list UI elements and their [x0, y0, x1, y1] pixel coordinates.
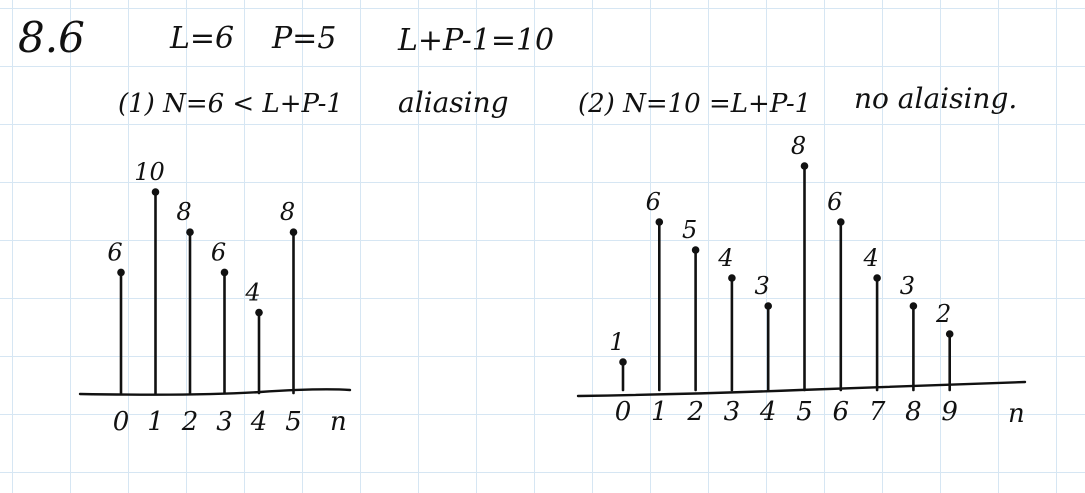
chart2-tick-label-0: 0: [615, 397, 632, 427]
chart1-tick-label-0: 0: [113, 407, 130, 437]
chart2-tick-label-1: 1: [651, 397, 668, 427]
chart1-value-label-0: 6: [107, 238, 122, 266]
chart2-stem-head-2: [691, 246, 700, 254]
problem-number: 8.6: [18, 13, 85, 62]
chart1-x-axis: [78, 388, 352, 396]
chart2-annotation: no alaising.: [854, 82, 1017, 115]
chart2-value-label-8: 3: [900, 272, 915, 300]
chart2-value-label-9: 2: [935, 300, 951, 328]
chart2-stem-head-0: [619, 358, 627, 366]
chart1-stems: [117, 188, 298, 395]
chart2-x-axis-label: n: [1008, 399, 1025, 429]
chart2-tick-label-2: 2: [686, 397, 704, 427]
chart1-stem-head-4: [255, 308, 263, 317]
chart1-stem-head-3: [220, 268, 229, 277]
chart2-stem-head-1: [655, 218, 664, 226]
chart1-title: (1) N=6 < L+P-1: [118, 89, 343, 119]
chart2-tick-label-8: 8: [905, 397, 922, 427]
chart2-title: (2) N=10 =L+P-1: [578, 89, 811, 119]
chart2-value-label-6: 6: [827, 188, 842, 216]
chart2-stem-head-3: [728, 274, 736, 282]
chart1-tick-label-4: 4: [250, 407, 268, 437]
chart1-tick-label-5: 5: [285, 407, 302, 437]
chart2-stem-head-8: [909, 302, 918, 310]
chart2-value-label-7: 4: [862, 244, 878, 272]
chart1-value-label-4: 4: [244, 279, 260, 307]
chart2-tick-label-9: 9: [941, 397, 958, 427]
p-definition: P=5: [271, 21, 336, 56]
chart1-x-axis-label: n: [330, 407, 347, 437]
chart2-stems: [619, 162, 954, 392]
chart2-value-label-3: 4: [717, 244, 733, 272]
chart1-annotation: aliasing: [398, 86, 509, 119]
chart2-value-label-4: 3: [755, 272, 770, 300]
chart2-value-label-0: 1: [609, 328, 624, 356]
chart1-value-label-2: 8: [176, 198, 191, 226]
chart2-stem-head-5: [800, 162, 809, 170]
chart2-x-axis: [576, 380, 1027, 398]
chart2-value-label-5: 8: [791, 132, 806, 160]
chart2-tick-label-6: 6: [833, 397, 850, 427]
chart1-value-label-3: 6: [211, 238, 226, 266]
chart2-tick-label-7: 7: [869, 397, 886, 427]
chart1-stem-head-0: [117, 268, 125, 277]
chart1-tick-label-3: 3: [216, 407, 233, 437]
chart1-value-label-1: 10: [134, 158, 165, 186]
chart1-stem-head-5: [289, 228, 298, 236]
chart2-stem-head-6: [837, 218, 845, 226]
chart2-value-label-1: 6: [646, 188, 661, 216]
chart1-stem-head-1: [151, 188, 160, 196]
sum-definition: L+P-1=10: [397, 23, 554, 58]
heading-row: 8.6 L=6 P=5 L+P-1=10: [18, 13, 554, 62]
chart2-tick-label-4: 4: [759, 397, 777, 427]
chart1-tick-label-2: 2: [181, 407, 199, 437]
chart2-tick-label-5: 5: [796, 397, 813, 427]
chart1-tick-label-1: 1: [147, 407, 164, 437]
chart2-stem-head-9: [945, 330, 954, 338]
chart1-value-label-5: 8: [280, 198, 295, 226]
chart2-stem-head-4: [764, 302, 772, 310]
chart2-tick-label-3: 3: [724, 397, 741, 427]
chart2-stem-head-7: [873, 274, 881, 282]
chart2-value-label-2: 5: [682, 216, 697, 244]
l-definition: L=6: [169, 21, 234, 56]
chart1-stem-head-2: [186, 228, 194, 236]
